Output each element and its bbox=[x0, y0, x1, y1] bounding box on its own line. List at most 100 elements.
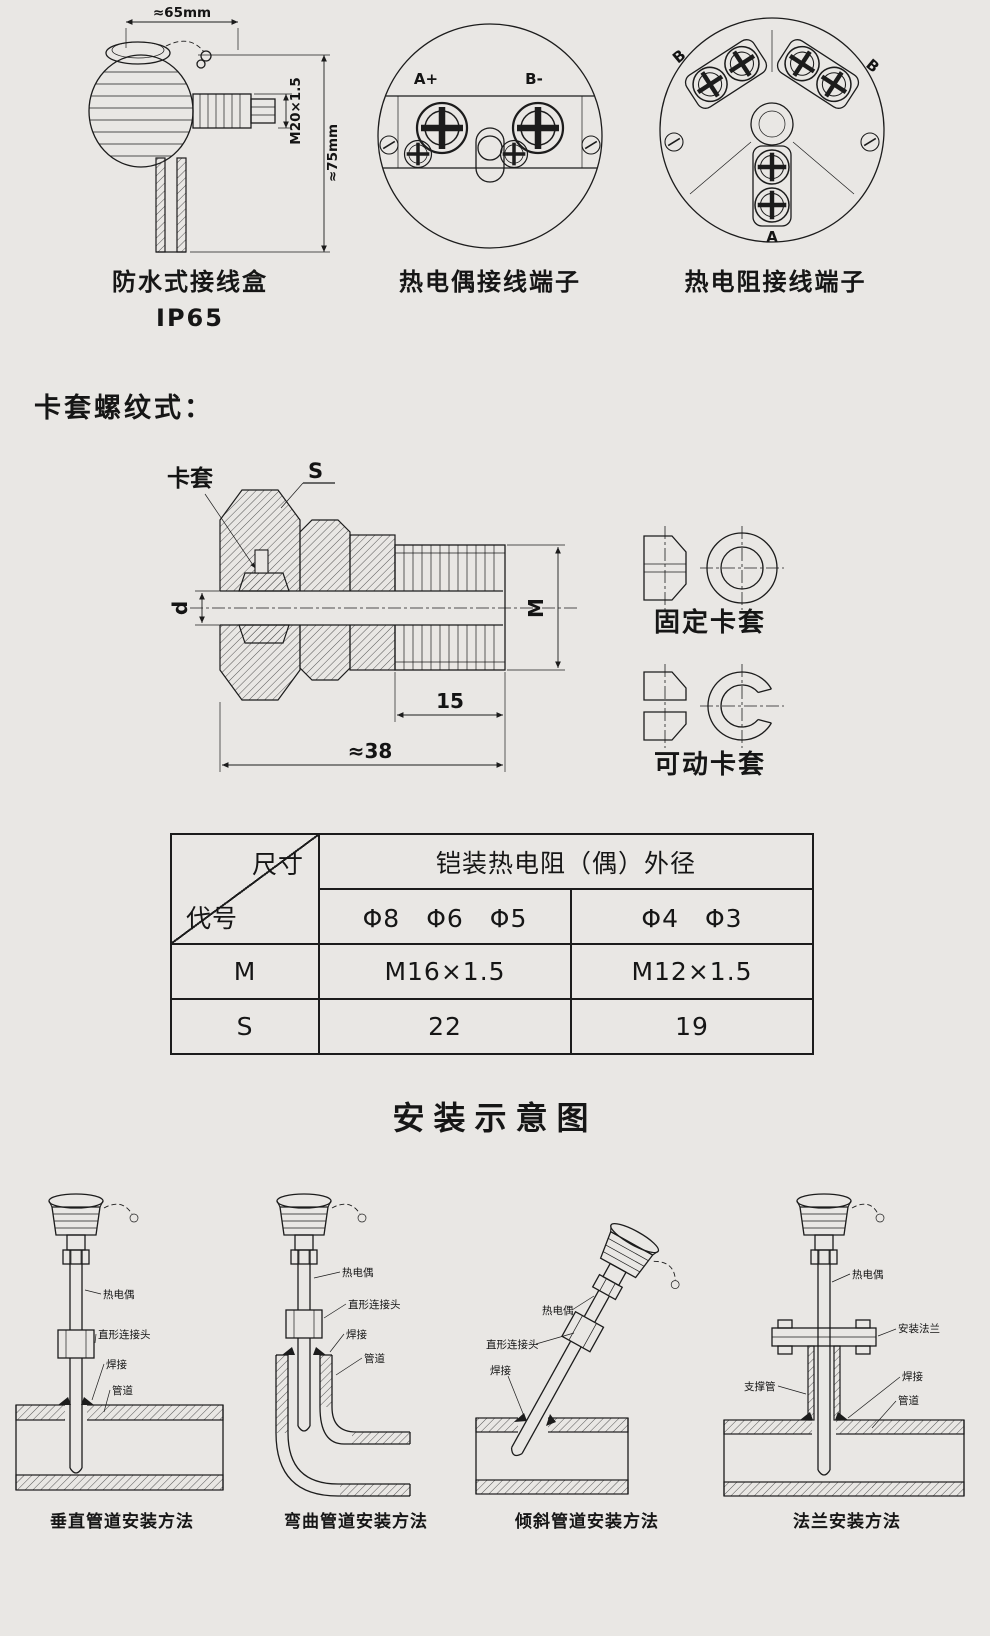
probe bbox=[297, 1250, 311, 1432]
svg-text:S: S bbox=[308, 459, 323, 483]
callouts: 热电偶 直形连接头 焊接 bbox=[486, 1295, 595, 1417]
terminal-pair-a bbox=[752, 145, 792, 227]
support-pipe bbox=[807, 1345, 841, 1421]
weld-mark bbox=[835, 1412, 848, 1420]
svg-text:d: d bbox=[168, 601, 192, 615]
caption-flange-install: 法兰安装方法 bbox=[793, 1512, 901, 1532]
cap-chain bbox=[851, 1203, 879, 1215]
junction-box-caption: 防水式接线盒 bbox=[112, 268, 268, 296]
dim-width-65mm: ≈65mm bbox=[125, 5, 239, 50]
ferrule-section-heading: 卡套螺纹式： bbox=[34, 393, 214, 424]
dia-group-2: Φ4 Φ3 bbox=[570, 888, 814, 945]
fixed-ferrule-label: 固定卡套 bbox=[653, 608, 766, 638]
callouts: 热电偶 直形连接头 焊接 管道 bbox=[313, 1266, 401, 1376]
probe bbox=[69, 1250, 83, 1474]
inclined-probe-assembly bbox=[510, 1218, 680, 1457]
callout-connector: 直形连接头 bbox=[98, 1328, 151, 1341]
fixed-ferrule-drawing bbox=[643, 526, 784, 610]
callout-weld: 焊接 bbox=[490, 1364, 511, 1377]
terminal-screw-a bbox=[417, 103, 467, 153]
caption-curved-install: 弯曲管道安装方法 bbox=[284, 1512, 428, 1532]
table-corner-cell: 尺寸 代号 bbox=[170, 833, 320, 945]
dim-d: d bbox=[168, 590, 220, 626]
straight-connector bbox=[285, 1309, 323, 1339]
callout-thermocouple: 热电偶 bbox=[342, 1266, 374, 1279]
callout-support-pipe: 支撑管 bbox=[744, 1380, 776, 1393]
corner-top-label: 尺寸 bbox=[251, 850, 304, 879]
m-value-2: M12×1.5 bbox=[570, 943, 814, 1000]
callouts: 热电偶 直形连接头 焊接 管道 bbox=[84, 1288, 151, 1413]
callout-thermocouple: 热电偶 bbox=[103, 1288, 135, 1301]
pipe-elbow bbox=[275, 1354, 411, 1497]
thermocouple-head bbox=[796, 1193, 852, 1265]
tc-terminal-caption: 热电偶接线端子 bbox=[399, 268, 581, 296]
cap-chain bbox=[103, 1203, 133, 1215]
table-span-header: 铠装热电阻（偶）外径 bbox=[318, 833, 814, 890]
install-curved-drawing: 热电偶 直形连接头 焊接 管道 bbox=[275, 1193, 411, 1497]
install-inclined-drawing: 热电偶 直形连接头 焊接 bbox=[475, 1218, 680, 1495]
pipe bbox=[723, 1419, 965, 1497]
callout-thermocouple: 热电偶 bbox=[852, 1268, 884, 1281]
dim-15: 15 bbox=[394, 672, 506, 772]
housing-screw-right bbox=[581, 135, 601, 155]
housing-screw-left bbox=[664, 132, 684, 152]
dia-group-1: Φ8 Φ6 Φ5 bbox=[318, 888, 572, 945]
housing-screw-right bbox=[860, 132, 880, 152]
m-row-label: M bbox=[170, 943, 320, 1000]
svg-text:≈38: ≈38 bbox=[348, 739, 393, 763]
terminal-screw-b bbox=[513, 103, 563, 153]
s-value-1: 22 bbox=[318, 998, 572, 1055]
weld-mark bbox=[282, 1347, 295, 1355]
svg-text:M: M bbox=[524, 598, 548, 618]
weld-mark bbox=[546, 1414, 556, 1426]
ferrule-label: 卡套 bbox=[167, 466, 213, 492]
weld-mark bbox=[800, 1412, 813, 1420]
callout-flange: 安装法兰 bbox=[898, 1322, 940, 1335]
thermocouple-head bbox=[276, 1193, 332, 1265]
terminal-label-a: A bbox=[766, 228, 778, 246]
s-row-label: S bbox=[170, 998, 320, 1055]
ferrule-sleeve bbox=[238, 549, 290, 644]
terminal-housing bbox=[659, 17, 885, 243]
callout-thermocouple: 热电偶 bbox=[542, 1304, 574, 1317]
dim-m: M bbox=[507, 544, 565, 671]
install-section-heading: 安装示意图 bbox=[392, 1099, 598, 1137]
dim-thread-m20: M20×1.5 bbox=[254, 77, 304, 145]
movable-ferrule-label: 可动卡套 bbox=[653, 750, 766, 780]
terminal-housing bbox=[377, 23, 603, 249]
weld-mark bbox=[313, 1347, 326, 1355]
caption-vertical-install: 垂直管道安装方法 bbox=[50, 1512, 194, 1532]
caption-inclined-install: 倾斜管道安装方法 bbox=[515, 1512, 659, 1532]
rtd-terminal-caption: 热电阻接线端子 bbox=[684, 268, 867, 296]
dim-height-75mm: ≈75mm bbox=[190, 54, 341, 253]
ferrule-fitting-drawing: d M 15 ≈38 卡套 S bbox=[167, 459, 577, 772]
cap-and-chain bbox=[105, 40, 212, 69]
terminal-pair-b-right bbox=[774, 36, 862, 111]
cap-chain bbox=[331, 1203, 361, 1215]
corner-bottom-label: 代号 bbox=[186, 904, 239, 933]
m-value-1: M16×1.5 bbox=[318, 943, 572, 1000]
ferrule-callout: 卡套 bbox=[167, 466, 256, 569]
terminal-label-a-plus: A+ bbox=[414, 70, 438, 88]
svg-text:≈65mm: ≈65mm bbox=[153, 5, 211, 21]
install-flange-drawing: 热电偶 安装法兰 支撑管 焊接 管道 bbox=[723, 1193, 965, 1497]
terminal-label-b-minus: B- bbox=[525, 70, 543, 88]
center-mount-hole bbox=[475, 127, 505, 183]
callout-weld: 焊接 bbox=[902, 1370, 923, 1383]
callouts: 热电偶 安装法兰 支撑管 焊接 管道 bbox=[744, 1268, 940, 1429]
protection-tube bbox=[155, 157, 187, 253]
dim-s: S bbox=[280, 459, 335, 509]
head-body bbox=[88, 54, 194, 168]
weld-mark bbox=[81, 1397, 94, 1405]
rtd-terminal-drawing: B B A bbox=[659, 17, 885, 246]
cable-entry-nipple bbox=[192, 93, 276, 129]
callout-weld: 焊接 bbox=[346, 1328, 367, 1341]
movable-ferrule-drawing bbox=[643, 664, 784, 748]
callout-weld: 焊接 bbox=[106, 1358, 127, 1371]
thermocouple-head bbox=[48, 1193, 104, 1265]
callout-pipe: 管道 bbox=[364, 1352, 385, 1365]
housing-screw-left bbox=[379, 135, 399, 155]
callout-pipe: 管道 bbox=[112, 1384, 133, 1397]
callout-pipe: 管道 bbox=[898, 1394, 919, 1407]
